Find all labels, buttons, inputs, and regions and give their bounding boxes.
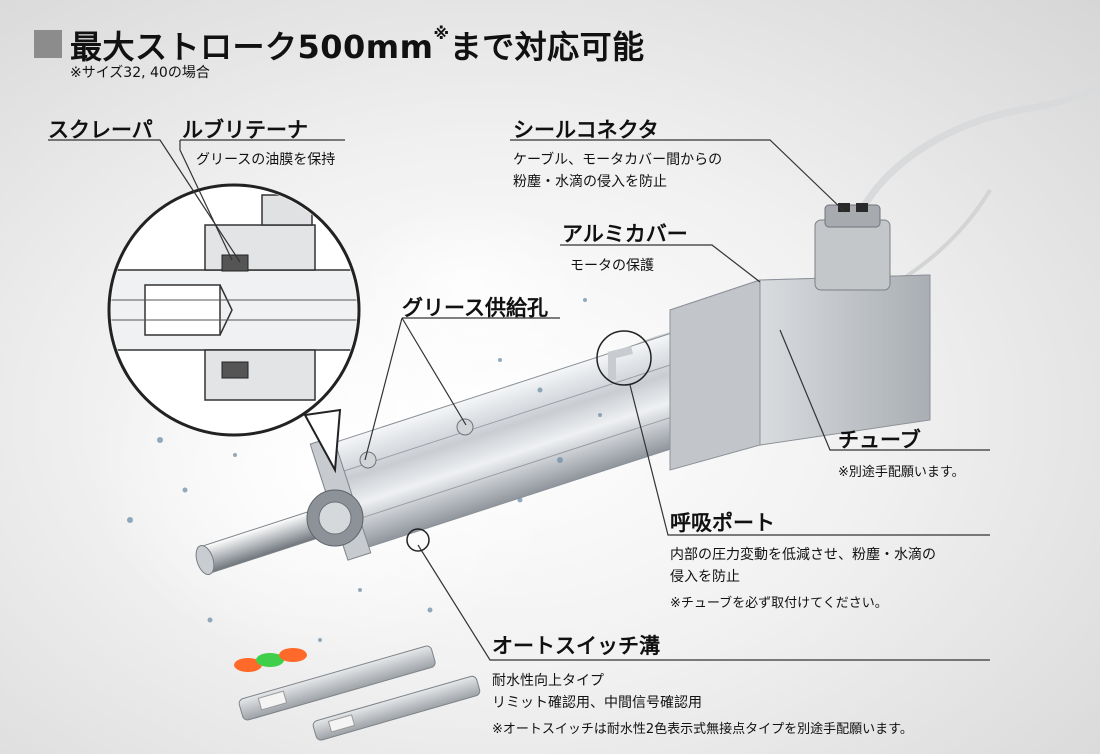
- callout-breathing-port-desc-2: 侵入を防止: [670, 569, 740, 585]
- callout-breathing-port-desc-1: 内部の圧力変動を低減させ、粉塵・水滴の: [670, 547, 936, 563]
- detail-zoom: [107, 183, 361, 474]
- highlight-circle: [406, 528, 430, 552]
- breathing-port-fitting: [608, 346, 633, 380]
- grease-fitting: [359, 451, 377, 469]
- led-indicator-green: [256, 653, 284, 667]
- callout-lubricator-title: ルブリテーナ: [182, 118, 308, 142]
- highlight-circle: [596, 330, 652, 386]
- callout-tube-title: チューブ: [838, 428, 921, 452]
- aluminum-cover-box: [669, 279, 761, 471]
- leader-lines: [48, 139, 990, 661]
- seal-connector: [814, 219, 891, 291]
- callout-auto-switch-groove-desc-1: 耐水性向上タイプ: [492, 673, 604, 689]
- callout-scraper-title: スクレーパ: [48, 118, 153, 142]
- callout-aluminum-cover-title: アルミカバー: [562, 222, 688, 246]
- callout-seal-connector-desc-1: ケーブル、モータカバー間からの: [513, 152, 723, 168]
- callout-breathing-port-note: ※チューブを必ず取付けてください。: [670, 596, 888, 611]
- page-title-note: ※サイズ32, 40の場合: [70, 65, 210, 81]
- aluminum-cover-box: [759, 274, 931, 446]
- seal-connector: [838, 203, 850, 212]
- motor-cable: [851, 84, 1100, 227]
- title-square-marker: [34, 30, 62, 58]
- seal-connector: [856, 203, 868, 212]
- page-title: 最大ストローク500mm※まで対応可能: [70, 24, 645, 66]
- callout-lubricator-desc: グリースの油膜を保持: [196, 152, 336, 168]
- title-mark: ※: [433, 24, 450, 43]
- rod-cover: [318, 501, 352, 535]
- callout-seal-connector-desc-2: 粉塵・水滴の侵入を防止: [513, 174, 667, 190]
- auto-switch: [312, 675, 481, 741]
- callout-breathing-port-title: 呼吸ポート: [670, 511, 775, 535]
- callout-tube-note: ※別途手配願います。: [838, 465, 965, 480]
- seal-connector: [824, 204, 881, 228]
- callout-auto-switch-groove-title: オートスイッチ溝: [492, 634, 660, 658]
- water-droplets: [127, 298, 602, 663]
- auto-switch: [238, 645, 436, 721]
- grease-fitting: [456, 418, 474, 436]
- callout-auto-switch-groove-desc-2: リミット確認用、中間信号確認用: [492, 695, 702, 711]
- led-indicator-orange: [279, 648, 307, 662]
- led-indicator-orange: [234, 658, 262, 672]
- water-splash: [340, 200, 600, 380]
- callout-aluminum-cover-desc: モータの保護: [570, 258, 654, 274]
- callout-seal-connector-title: シールコネクタ: [513, 118, 659, 142]
- callout-grease-port-title: グリース供給孔: [402, 296, 548, 320]
- callout-auto-switch-groove-note: ※オートスイッチは耐水性2色表示式無接点タイプを別途手配願います。: [492, 722, 913, 737]
